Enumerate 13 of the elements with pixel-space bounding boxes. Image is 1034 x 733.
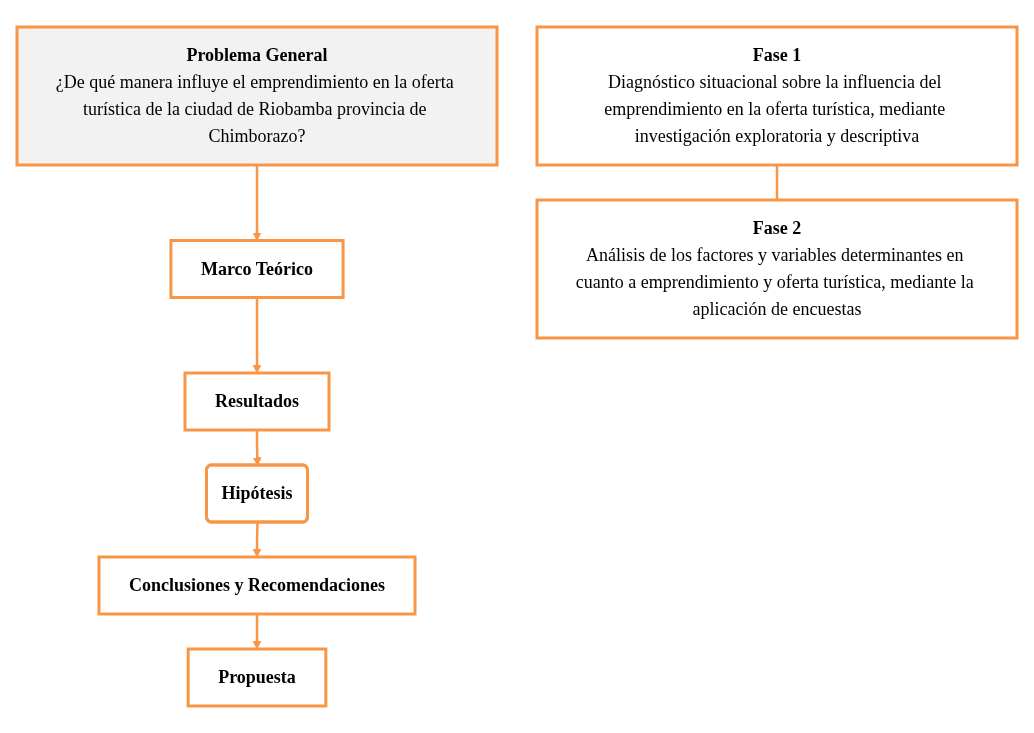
node-box: Fase 1 Diagnóstico situacional sobre la influencia del emprendimiento en la oferta turística, mediante investigación exploratoria y descriptiva [535,25,1019,167]
arrow [252,430,262,466]
connector [775,165,779,200]
arrow [252,297,262,374]
arrow [252,165,262,241]
arrow [252,522,262,558]
node-box: Marco Teórico [169,239,345,299]
node-box: Fase 2 Análisis de los factores y variables determinantes en cuanto a emprendimiento y oferta turística, mediante la aplicación de encuestas [535,198,1019,340]
node-box: Propuesta [186,647,328,708]
node-box: Problema General ¿De qué manera influye el emprendimiento en la oferta turística de la ciudad de Riobamba provincia de Chimborazo? [15,25,499,167]
arrow [252,614,262,650]
node-box: Conclusiones y Recomendaciones [97,555,417,616]
node-box: Resultados [183,371,331,432]
